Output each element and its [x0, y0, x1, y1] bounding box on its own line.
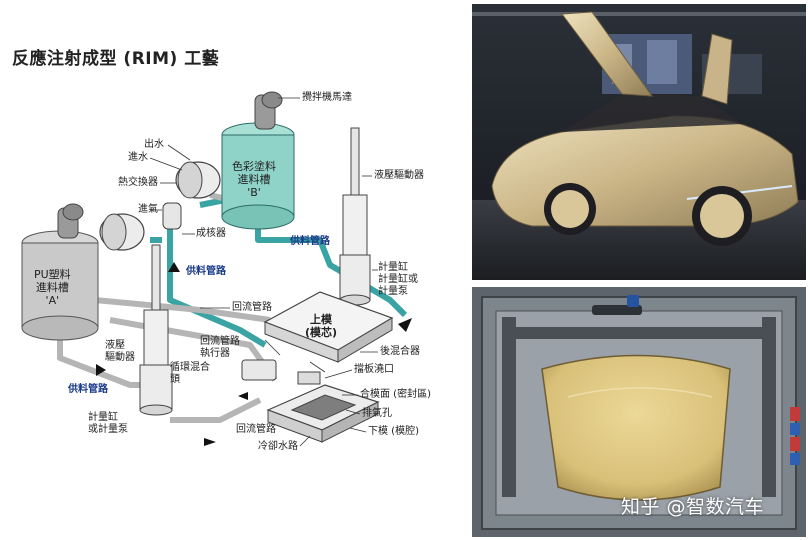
- color-tank-b: [221, 91, 295, 230]
- label-after-mixer: 後混合器: [380, 346, 420, 357]
- label-hydraulic-drive-left: 液壓 驅動器: [105, 340, 135, 363]
- feed-pipes: [150, 197, 408, 348]
- diagram-drawing: [21, 91, 412, 447]
- label-feed-pipe-center: 供料管路: [290, 236, 330, 247]
- label-color-tank-b: 色彩塗料 進料槽 'B': [232, 160, 276, 199]
- upper-mold-block: [263, 291, 394, 363]
- metering-cylinder-right: [339, 127, 371, 306]
- lower-mold-block: [266, 384, 380, 443]
- label-pu-tank-a: PU塑料 進料槽 'A': [34, 268, 71, 307]
- heat-exchangers: [99, 161, 221, 251]
- metering-cylinder-left: [139, 244, 173, 416]
- mix-head: [241, 359, 321, 385]
- label-vent-hole: 排氣孔: [362, 408, 392, 419]
- label-mix-head: 循環混合 頭: [170, 362, 210, 385]
- label-cooling-water: 冷卻水路: [258, 441, 298, 452]
- car-photo-drawing: [472, 4, 806, 280]
- label-baffle-gate: 擋板澆口: [354, 364, 394, 375]
- pu-tank-a: [21, 203, 99, 341]
- label-stirring-motor: 攪拌機馬達: [302, 92, 352, 103]
- label-return-pipe-actuator: 回流管路 執行器: [200, 336, 240, 359]
- label-parting-face: 合模面 (密封區): [360, 389, 431, 400]
- diagram-title: 反應注射成型 (RIM) 工藝: [12, 49, 220, 69]
- label-hydraulic-drive-right: 液壓驅動器: [374, 170, 424, 181]
- label-lower-mold: 下模 (模腔): [368, 426, 419, 437]
- car-photo: [472, 4, 806, 280]
- leader-lines: [149, 97, 378, 447]
- label-nucleator: 成核器: [196, 228, 226, 239]
- label-metering-right: 計量缸 計量缸或 計量泵: [378, 262, 418, 297]
- hood-mold-drawing: [472, 287, 806, 537]
- label-metering-left: 計量缸 或計量泵: [88, 412, 128, 435]
- label-feed-pipe-left: 供料管路: [186, 266, 226, 277]
- label-feed-pipe-right: 供料管路: [68, 384, 108, 395]
- label-heat-exchanger: 熱交換器: [118, 177, 158, 188]
- nucleator: [162, 202, 182, 230]
- label-upper-mold: 上模 (模芯): [305, 313, 338, 339]
- flow-arrows: [96, 262, 412, 446]
- hood-mold-photo: [472, 287, 806, 537]
- watermark: 知乎 @智数汽车: [621, 496, 765, 518]
- label-return-pipe-top: 回流管路: [232, 302, 272, 313]
- label-water-in: 進水: [128, 152, 148, 163]
- label-return-pipe-bottom: 回流管路: [236, 424, 276, 435]
- label-air-in: 進氣: [138, 204, 158, 215]
- label-water-out: 出水: [144, 139, 164, 150]
- rim-process-diagram: 反應注射成型 (RIM) 工藝 攪拌機馬達 出水 進水 熱交換器 進氣 成核器 …: [12, 49, 431, 452]
